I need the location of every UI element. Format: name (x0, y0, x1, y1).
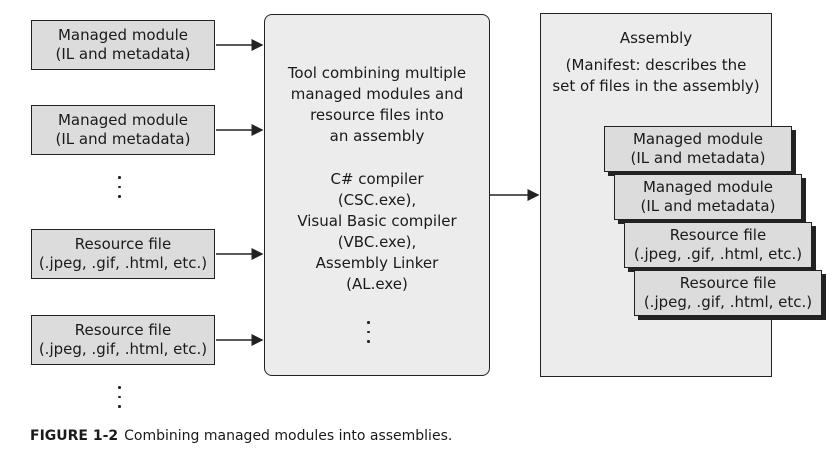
input-4-line2: (.jpeg, .gif, .html, etc.) (38, 340, 208, 358)
asm-item-3-line2: (.jpeg, .gif, .html, etc.) (633, 245, 803, 263)
tool-desc-line3: resource files into (310, 106, 444, 124)
tool-box: Tool combining multiple managed modules … (264, 14, 490, 376)
tool-desc-line2: managed modules and (290, 85, 464, 103)
input-1-line2: (IL and metadata) (55, 45, 191, 63)
tool-vbc-exe: (VBC.exe), (337, 233, 417, 251)
assembly-resource-file-1: Resource file (.jpeg, .gif, .html, etc.) (624, 222, 812, 268)
asm-item-4-line1: Resource file (679, 274, 777, 292)
input-managed-module-2: Managed module (IL and metadata) (31, 105, 215, 155)
tool-vb-compiler: Visual Basic compiler (297, 212, 457, 230)
figure-caption: FIGURE 1-2 Combining managed modules into… (30, 428, 452, 444)
input-4-line1: Resource file (74, 321, 172, 339)
input-resource-file-1: Resource file (.jpeg, .gif, .html, etc.) (31, 229, 215, 279)
asm-item-3-line1: Resource file (669, 226, 767, 244)
assembly-manifest-line1: (Manifest: describes the (565, 56, 747, 74)
assembly-title: Assembly (619, 29, 693, 47)
input-resource-file-2: Resource file (.jpeg, .gif, .html, etc.) (31, 315, 215, 365)
tool-ellipsis-dots (367, 321, 371, 350)
tool-csharp-compiler: C# compiler (330, 170, 424, 188)
figure-caption-label: FIGURE 1-2 (30, 428, 119, 444)
ellipsis-dots-upper (118, 176, 122, 205)
tool-assembly-linker: Assembly Linker (315, 254, 439, 272)
asm-item-2-line1: Managed module (642, 178, 774, 196)
assembly-managed-module-1: Managed module (IL and metadata) (604, 126, 792, 172)
asm-item-1-line1: Managed module (632, 130, 764, 148)
input-2-line1: Managed module (57, 111, 189, 129)
asm-item-4-line2: (.jpeg, .gif, .html, etc.) (643, 293, 813, 311)
input-3-line2: (.jpeg, .gif, .html, etc.) (38, 254, 208, 272)
ellipsis-dots-lower (118, 386, 122, 415)
tool-csc-exe: (CSC.exe), (337, 191, 417, 209)
assembly-managed-module-2: Managed module (IL and metadata) (614, 174, 802, 220)
tool-al-exe: (AL.exe) (346, 275, 408, 293)
input-1-line1: Managed module (57, 26, 189, 44)
asm-item-1-line2: (IL and metadata) (630, 149, 766, 167)
input-2-line2: (IL and metadata) (55, 130, 191, 148)
figure-caption-text: Combining managed modules into assemblie… (124, 428, 453, 444)
assembly-resource-file-2: Resource file (.jpeg, .gif, .html, etc.) (634, 270, 822, 316)
asm-item-2-line2: (IL and metadata) (640, 197, 776, 215)
input-managed-module-1: Managed module (IL and metadata) (31, 20, 215, 70)
tool-desc-line4: an assembly (329, 127, 425, 145)
input-3-line1: Resource file (74, 235, 172, 253)
tool-desc-line1: Tool combining multiple (287, 64, 467, 82)
assembly-manifest-line2: set of files in the assembly) (552, 77, 760, 95)
